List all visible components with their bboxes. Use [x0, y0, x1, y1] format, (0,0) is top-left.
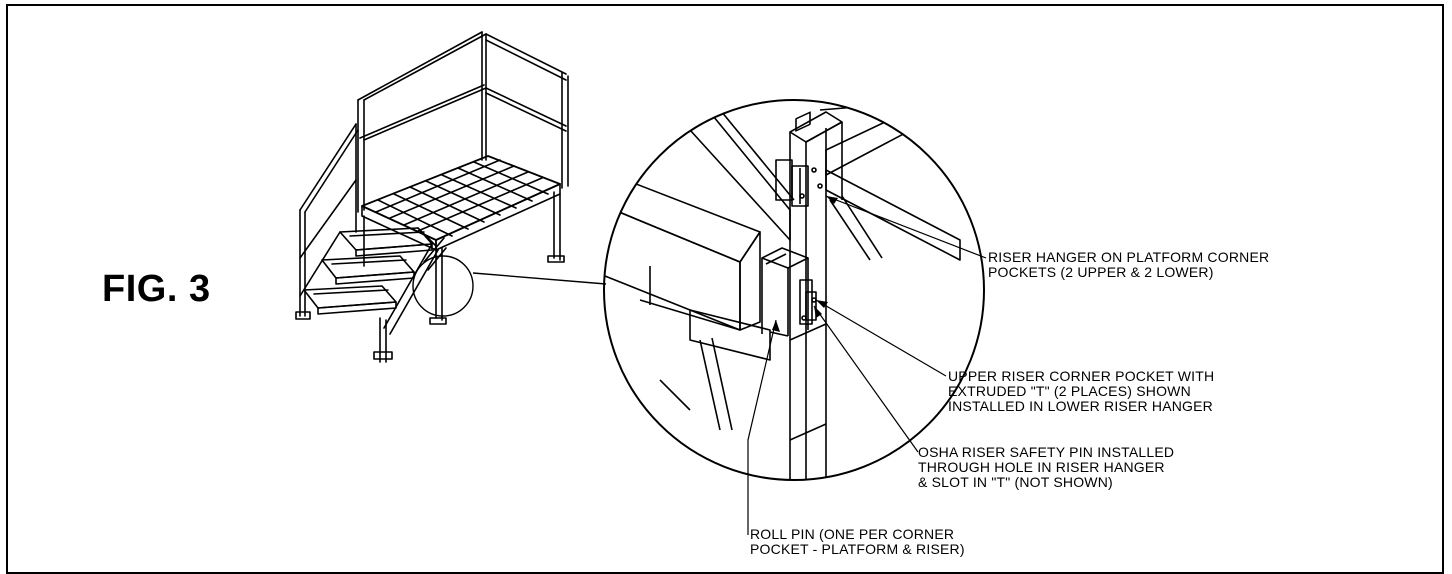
detail-view [603, 99, 985, 481]
callout-roll-pin: ROLL PIN (ONE PER CORNER POCKET - PLATFO… [750, 526, 965, 557]
stair-platform-drawing [295, 31, 569, 363]
figure-label: FIG. 3 [102, 268, 211, 310]
callout-riser-hanger: RISER HANGER ON PLATFORM CORNER POCKETS … [988, 249, 1270, 280]
leader-lines [747, 195, 987, 535]
figure-frame [6, 4, 1444, 574]
callout-safety-pin: OSHA RISER SAFETY PIN INSTALLED THROUGH … [918, 444, 1175, 490]
callout-upper-pocket: UPPER RISER CORNER POCKET WITH EXTRUDED … [948, 368, 1215, 414]
leader-arrowheads [772, 196, 838, 332]
detail-callout-circle [412, 255, 607, 317]
